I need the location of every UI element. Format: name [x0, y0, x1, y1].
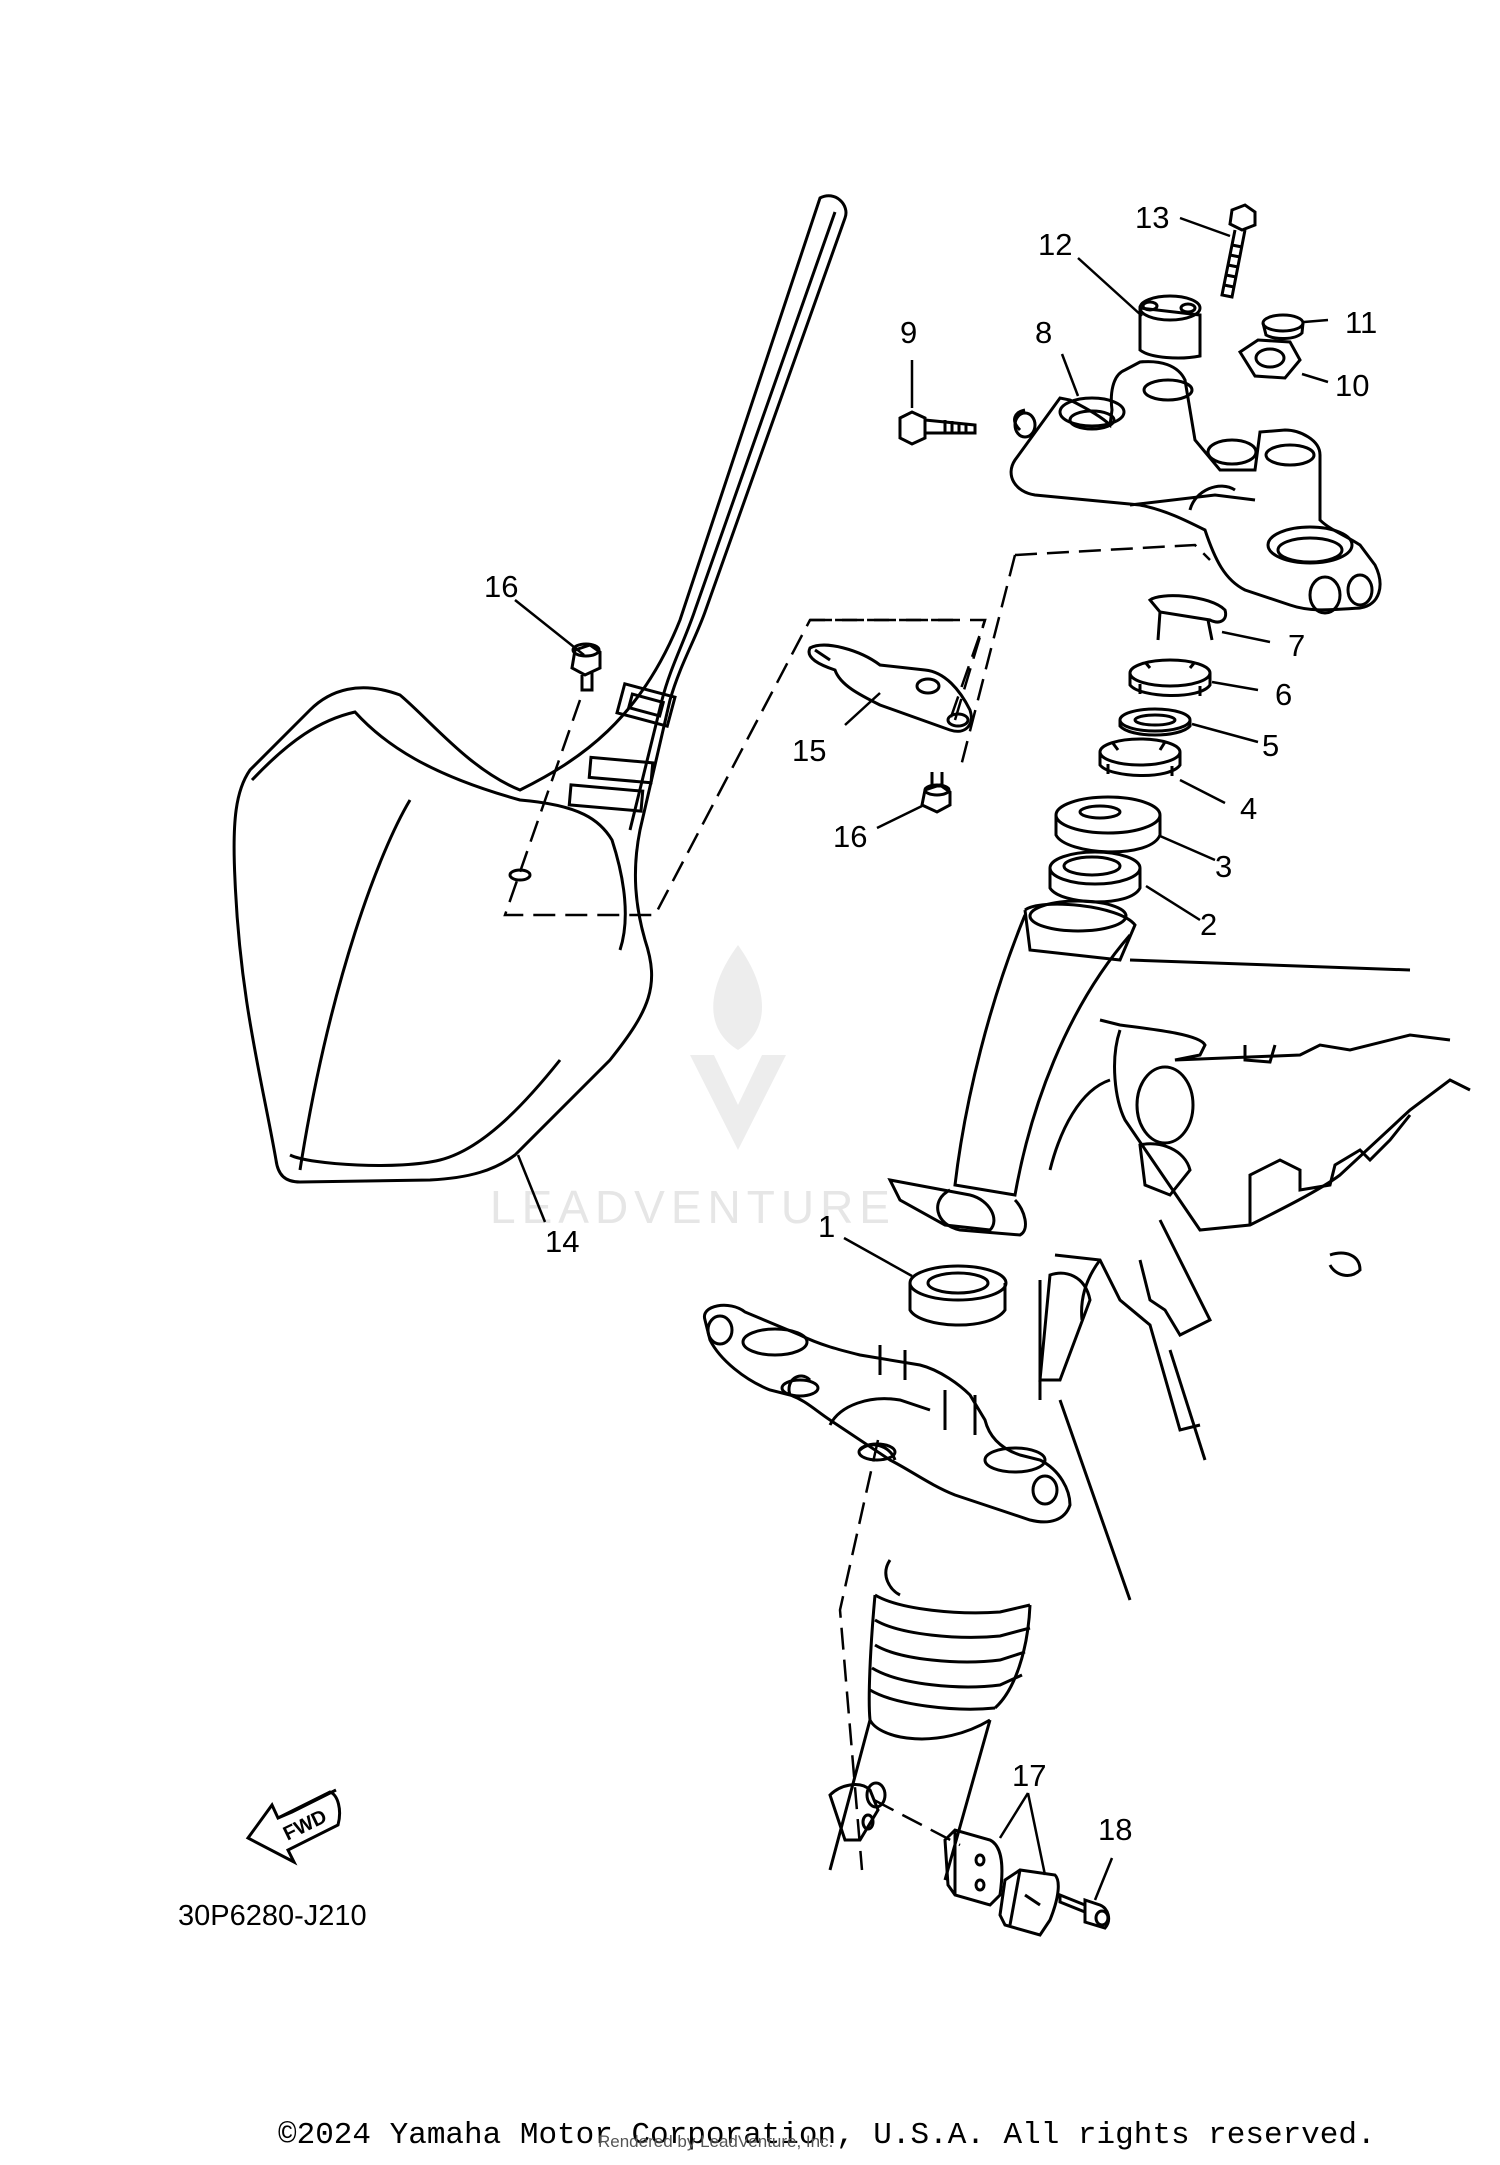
callout-3: 3: [1215, 849, 1232, 884]
callout-17: 17: [1012, 1758, 1046, 1793]
bolt: [1058, 1892, 1111, 1930]
washer: [1118, 707, 1192, 737]
fwd-arrow-icon: FWD: [245, 1788, 342, 1866]
lower-triple-clamp: [703, 1303, 1072, 1524]
callout-13: 13: [1135, 200, 1169, 235]
rendered-by-notice: Rendered by LeadVenture, Inc.: [598, 2132, 834, 2151]
callout-16: 16: [484, 569, 518, 604]
cap: [1261, 313, 1305, 340]
frame: [887, 899, 1471, 1601]
callout-15: 15: [792, 733, 826, 768]
front-fork: [828, 1559, 1032, 1881]
callout-18: 18: [1098, 1812, 1132, 1847]
handlebar-holder: [1138, 294, 1202, 360]
callout-7: 7: [1288, 628, 1305, 663]
watermark-text: LEADVENTURE: [490, 1181, 896, 1233]
callout-6: 6: [1275, 677, 1292, 712]
bracket: [807, 643, 973, 733]
watermark: LEADVENTURE: [490, 945, 896, 1233]
fwd-label: FWD: [280, 1806, 331, 1846]
callout-11: 11: [1345, 305, 1377, 340]
callout-14: 14: [545, 1224, 579, 1259]
callout-1: 1: [818, 1209, 835, 1244]
bolt: [920, 772, 952, 814]
number-plate: [232, 194, 848, 1184]
ring-nut: [1128, 658, 1212, 697]
upper-triple-clamp: [1009, 360, 1382, 615]
copyright-notice: ©2024 Yamaha Motor Corporation, U.S.A. A…: [278, 2118, 1376, 2153]
callout-2: 2: [1200, 907, 1217, 942]
dust-seal: [1054, 795, 1162, 854]
callout-10: 10: [1335, 368, 1369, 403]
bearing: [908, 1264, 1008, 1327]
drawing-code: 30P6280-J210: [178, 1900, 367, 1932]
bolt: [570, 642, 602, 692]
ring-nut: [1098, 737, 1182, 777]
callout-5: 5: [1262, 728, 1279, 763]
callout-4: 4: [1240, 791, 1257, 826]
callout-9: 9: [900, 315, 917, 350]
bolt: [1220, 203, 1257, 299]
callout-leaders: [514, 216, 1329, 1901]
callout-12: 12: [1038, 227, 1072, 262]
callout-8: 8: [1035, 315, 1052, 350]
hose-clamp: [943, 1828, 1004, 1907]
bearing: [1048, 850, 1142, 904]
bolt: [898, 410, 977, 446]
hose-clamp: [998, 1868, 1060, 1937]
callouts: 1 2 3 4 5 6 7 8 9 10 11 12 13 14 15 16 1…: [484, 200, 1377, 1847]
leader-lines: [503, 543, 1211, 1871]
callout-16: 16: [833, 819, 867, 854]
nut: [1237, 338, 1302, 380]
lock-washer: [1147, 594, 1228, 641]
